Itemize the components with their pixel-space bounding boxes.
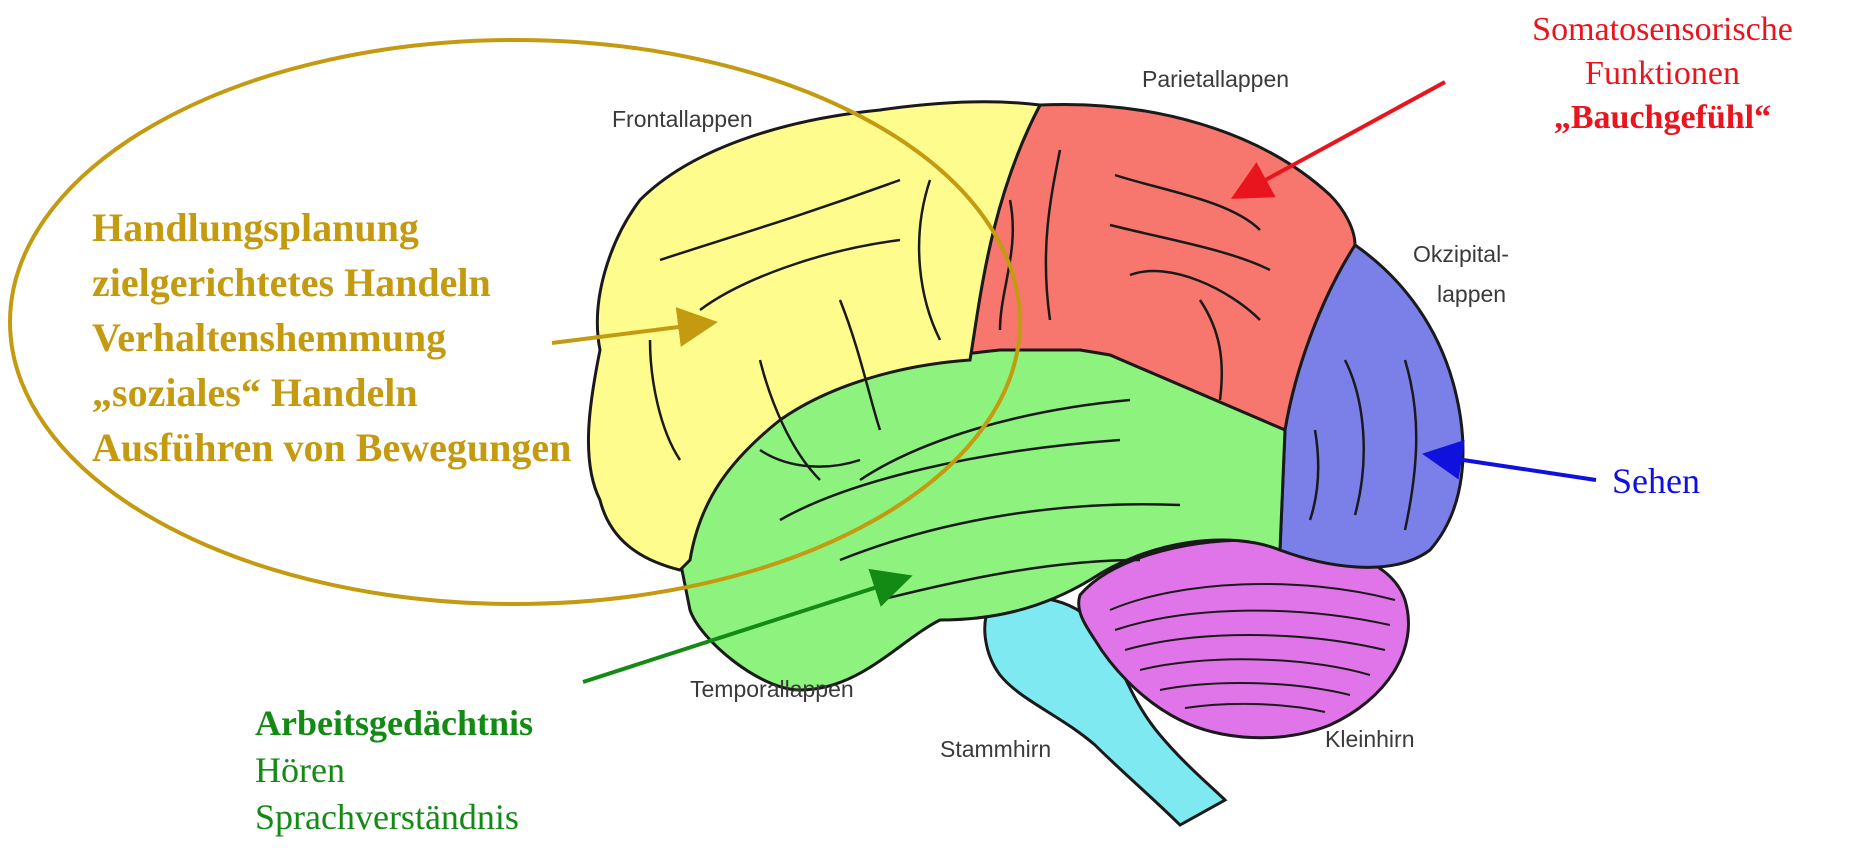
occipital-label-line1: Okzipital- — [1413, 241, 1509, 267]
parietal-functions: Somatosensorische Funktionen „Bauchgefüh… — [1470, 8, 1855, 140]
frontal-label: Frontallappen — [612, 106, 753, 132]
occipital-label-line2: lappen — [1437, 281, 1506, 307]
parietal-function-3: „Bauchgefühl“ — [1470, 96, 1855, 140]
frontal-function-1: Handlungsplanung — [92, 200, 571, 255]
temporal-functions: Arbeitsgedächtnis Hören Sprachverständni… — [255, 700, 533, 841]
frontal-function-3: Verhaltenshemmung — [92, 310, 571, 365]
parietal-arrow — [1238, 82, 1445, 195]
frontal-function-2: zielgerichtetes Handeln — [92, 255, 571, 310]
frontal-function-4: „soziales“ Handeln — [92, 365, 571, 420]
parietal-label: Parietallappen — [1142, 66, 1289, 92]
frontal-functions: Handlungsplanung zielgerichtetes Handeln… — [92, 200, 571, 475]
temporal-function-2: Hören — [255, 747, 533, 794]
occipital-function: Sehen — [1612, 460, 1700, 502]
temporal-label: Temporallappen — [690, 676, 854, 702]
parietal-function-1: Somatosensorische — [1470, 8, 1855, 52]
parietal-function-2: Funktionen — [1470, 52, 1855, 96]
frontal-function-5: Ausführen von Bewegungen — [92, 420, 571, 475]
temporal-function-3: Sprachverständnis — [255, 794, 533, 841]
brainstem-label: Stammhirn — [940, 736, 1051, 762]
cerebellum-label: Kleinhirn — [1325, 726, 1415, 752]
temporal-function-1: Arbeitsgedächtnis — [255, 700, 533, 747]
